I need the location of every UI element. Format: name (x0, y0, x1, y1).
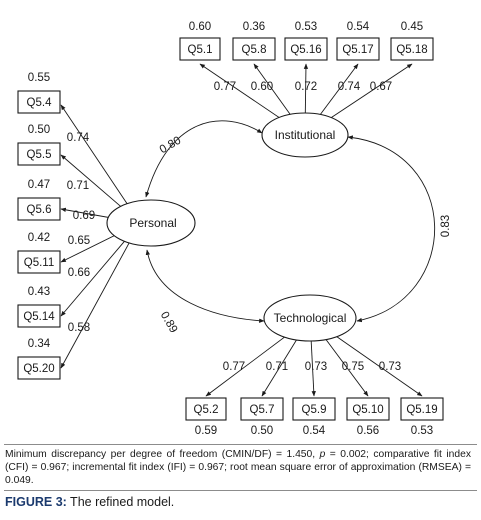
r2-q5-16: 0.53 (295, 21, 317, 33)
indicator-box-q5-10 (346, 397, 390, 421)
indicator-label-q5-10: Q5.10 (352, 404, 383, 416)
loading-q5-10: 0.75 (342, 361, 364, 373)
loading-q5-17: 0.74 (338, 81, 361, 93)
indicator-label-q5-17: Q5.17 (342, 44, 373, 56)
correlation-value-institutional-technological: 0.83 (440, 215, 452, 237)
loading-q5-2: 0.77 (223, 361, 245, 373)
caption-text-part-2: = 0.002; comparative fit index (CFI) = 0… (5, 449, 472, 486)
path-personal-q5-20 (60, 222, 141, 369)
indicator-box-q5-4 (17, 90, 61, 114)
caption-top-rule (4, 444, 477, 445)
caption-p-symbol: p (319, 449, 326, 460)
correlation-arc-personal-technological (145, 249, 265, 323)
indicator-box-q5-2 (185, 397, 227, 421)
personal-group: 0.55 0.50 0.47 0.42 0.43 0.34 Q5.4 Q5.5 … (17, 72, 196, 380)
indicator-label-q5-8: Q5.8 (242, 44, 267, 56)
indicator-label-q5-11: Q5.11 (24, 257, 54, 269)
r2-q5-7: 0.50 (251, 425, 273, 437)
indicator-box-q5-5 (17, 142, 61, 166)
loading-q5-7: 0.71 (266, 361, 288, 373)
indicator-box-q5-1 (179, 37, 221, 61)
institutional-group: 0.60 0.36 0.53 0.54 0.45 Q5.1 Q5.8 Q5.16… (179, 21, 434, 158)
r2-q5-1: 0.60 (189, 21, 211, 33)
figure-title: FIGURE 3: The refined model. (5, 495, 174, 509)
r2-q5-9: 0.54 (303, 425, 326, 437)
factor-personal (106, 199, 196, 247)
loading-q5-11: 0.65 (68, 235, 90, 247)
loading-q5-14: 0.66 (68, 267, 90, 279)
indicator-box-q5-16 (284, 37, 328, 61)
r2-q5-2: 0.59 (195, 425, 217, 437)
loading-q5-4: 0.74 (67, 132, 90, 144)
indicator-box-q5-18 (390, 37, 434, 61)
loading-q5-19: 0.73 (379, 361, 401, 373)
r2-q5-4: 0.55 (28, 72, 50, 84)
indicator-label-q5-7: Q5.7 (250, 404, 275, 416)
r2-q5-8: 0.36 (243, 21, 265, 33)
indicator-label-q5-9: Q5.9 (302, 404, 327, 416)
indicator-box-q5-20 (17, 356, 61, 380)
factor-label-personal: Personal (129, 216, 176, 230)
r2-q5-6: 0.47 (28, 179, 50, 191)
loading-q5-20: 0.58 (68, 322, 90, 334)
caption-bottom-rule (4, 490, 477, 491)
indicator-box-q5-6 (17, 197, 61, 221)
loading-q5-1: 0.77 (214, 81, 236, 93)
indicator-label-q5-6: Q5.6 (27, 204, 52, 216)
r2-q5-11: 0.42 (28, 232, 50, 244)
loading-q5-8: 0.60 (251, 81, 273, 93)
r2-q5-5: 0.50 (28, 124, 50, 136)
indicator-label-q5-20: Q5.20 (23, 363, 54, 375)
r2-q5-14: 0.43 (28, 286, 50, 298)
correlation-arc-personal-institutional (145, 120, 263, 198)
r2-q5-20: 0.34 (28, 338, 51, 350)
indicator-label-q5-5: Q5.5 (27, 149, 52, 161)
factor-label-technological: Technological (274, 311, 347, 325)
r2-q5-17: 0.54 (347, 21, 370, 33)
loading-q5-18: 0.67 (370, 81, 392, 93)
indicator-box-q5-8 (232, 37, 276, 61)
fit-indices-caption: Minimum discrepancy per degree of freedo… (5, 448, 471, 487)
loading-q5-9: 0.73 (305, 361, 327, 373)
indicator-label-q5-18: Q5.18 (396, 44, 427, 56)
r2-q5-10: 0.56 (357, 425, 379, 437)
correlation-arc-institutional-technological (347, 135, 436, 323)
figure-label: FIGURE 3: (5, 495, 67, 509)
caption-text-part-1: Minimum discrepancy per degree of freedo… (5, 449, 320, 460)
indicator-box-q5-14 (17, 304, 61, 328)
indicator-box-q5-19 (400, 397, 444, 421)
indicator-box-q5-7 (240, 397, 284, 421)
loading-q5-6: 0.69 (73, 210, 95, 222)
factor-label-institutional: Institutional (275, 128, 336, 142)
indicator-box-q5-9 (292, 397, 336, 421)
indicator-label-q5-19: Q5.19 (406, 404, 437, 416)
indicator-box-q5-17 (336, 37, 380, 61)
indicator-label-q5-2: Q5.2 (194, 404, 219, 416)
r2-q5-18: 0.45 (401, 21, 423, 33)
loading-q5-16: 0.72 (295, 81, 317, 93)
indicator-label-q5-16: Q5.16 (290, 44, 321, 56)
indicator-label-q5-1: Q5.1 (188, 44, 213, 56)
correlation-value-personal-technological: 0.89 (158, 310, 180, 335)
indicator-label-q5-14: Q5.14 (23, 311, 55, 323)
technological-group: 0.77 0.71 0.73 0.75 0.73 Q5.2 Q5.7 Q5.9 … (185, 294, 444, 437)
indicator-box-q5-11 (17, 250, 61, 274)
figure-title-text: The refined model. (66, 495, 175, 509)
indicator-label-q5-4: Q5.4 (27, 97, 53, 109)
loading-q5-5: 0.71 (67, 180, 89, 192)
r2-q5-19: 0.53 (411, 425, 433, 437)
